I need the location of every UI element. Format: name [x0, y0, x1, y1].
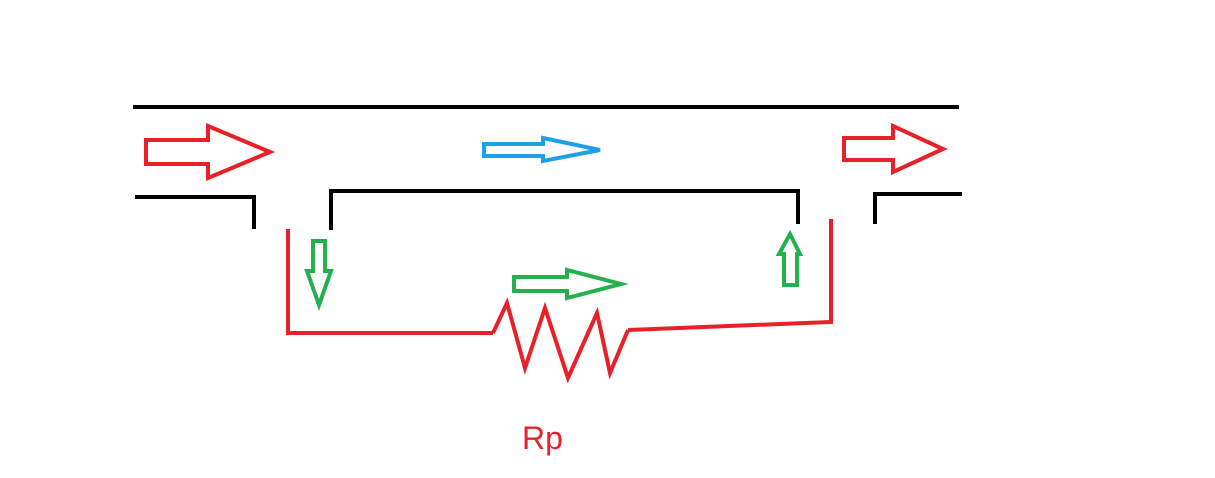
pipe-bottom-left-wall — [135, 195, 256, 229]
pipe-inner-divider-wall — [329, 189, 800, 230]
branch-right-arrow-icon — [512, 267, 629, 301]
inlet-right-arrow-icon — [144, 122, 276, 182]
zigzag-resistor-icon — [491, 297, 630, 384]
branch-circuit-left — [286, 229, 493, 335]
branch-up-arrow-icon — [775, 229, 804, 287]
pipe-walls — [133, 105, 962, 230]
branch-circuit-right — [627, 219, 833, 332]
branch-circuit — [286, 219, 833, 384]
bypass-right-arrow-icon — [482, 135, 601, 164]
branch-down-arrow-icon — [304, 239, 334, 312]
pipe-bottom-right-wall — [873, 192, 962, 224]
outlet-right-arrow-icon — [842, 122, 948, 176]
resistor-label: Rp — [522, 420, 563, 456]
